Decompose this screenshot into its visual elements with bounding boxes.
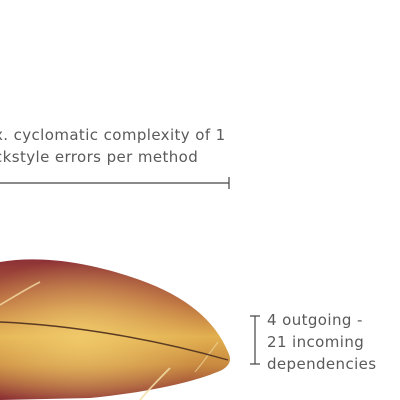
checkstyle-text: ckstyle errors per method bbox=[0, 148, 199, 166]
outgoing-text: 4 outgoing - bbox=[267, 311, 363, 329]
incoming-text: 21 incoming bbox=[267, 333, 365, 351]
complexity-text: x. cyclomatic complexity of 1 bbox=[0, 126, 226, 144]
dependencies-annotation: 4 outgoing - 21 incoming dependencies bbox=[267, 309, 377, 375]
feather-rachis bbox=[0, 321, 229, 361]
complexity-annotation: x. cyclomatic complexity of 1 ckstyle er… bbox=[0, 124, 226, 168]
complexity-dimension-line bbox=[0, 177, 230, 189]
dependency-bracket bbox=[250, 315, 260, 365]
feather-shape bbox=[0, 259, 230, 400]
dependencies-text: dependencies bbox=[267, 355, 377, 373]
